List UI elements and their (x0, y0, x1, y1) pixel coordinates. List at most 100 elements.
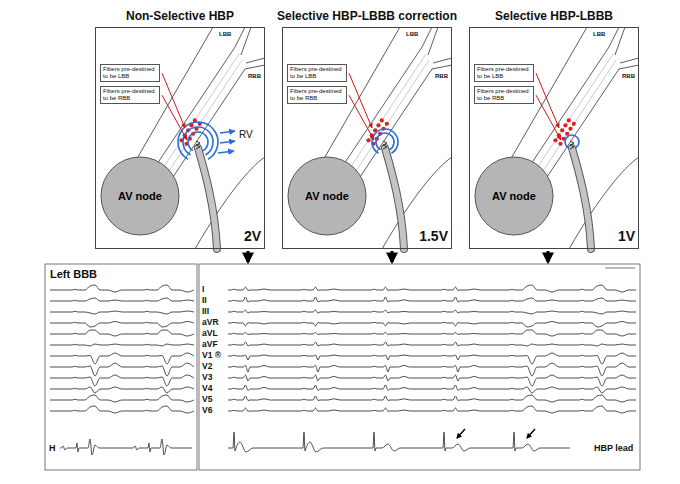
callout-box: Fibers pre-destined to be RBB (287, 86, 347, 104)
branch-label: RBB (435, 73, 448, 80)
pacing-lead (198, 148, 217, 249)
ecg-trace (50, 322, 194, 328)
callout-text: Fibers pre-destined to be LBB (290, 66, 344, 80)
ecg-trace (228, 330, 636, 336)
strip-title: Left BBB (50, 268, 97, 281)
bundle-outline (547, 65, 639, 177)
leader-line (162, 95, 187, 140)
output-voltage: 1.5V (419, 228, 448, 244)
bundle-outline (360, 65, 452, 177)
myocardial-capture-arrow (220, 141, 235, 143)
pacing-lead (572, 148, 591, 249)
lead-name: II (202, 296, 207, 306)
av-node-circle: AV node (474, 156, 554, 236)
pacing-lead (572, 148, 591, 249)
fibre-dot (567, 118, 571, 122)
lead-name: V3 (202, 373, 212, 383)
branch-label: LBB (219, 31, 231, 38)
bundle-outline (433, 58, 452, 63)
ecg-trace (50, 311, 194, 314)
time-scale-bar (605, 268, 635, 269)
output-voltage: 1V (618, 228, 635, 244)
ecg-traces (50, 285, 636, 455)
marker-arrow (527, 429, 535, 438)
branch-label: RBB (248, 73, 261, 80)
structure-label: AV node (305, 190, 349, 203)
ecg-trace (60, 439, 192, 455)
ecg-trace (50, 330, 194, 336)
screw-tip (196, 141, 200, 149)
fibre-dot (380, 118, 384, 122)
myocardial-capture-arrow (220, 131, 235, 133)
pacing-lead (385, 148, 404, 249)
pacing-lead (385, 148, 404, 249)
capture-field (376, 133, 394, 150)
output-voltage: 2V (244, 228, 261, 244)
panel-title: Non-Selective HBP (126, 9, 234, 24)
bundle-outline (428, 27, 438, 55)
av-node-circle: AV node (287, 156, 367, 236)
ecg-trace (50, 395, 194, 402)
leader-line (349, 95, 374, 140)
lead-name: V1 ® (202, 351, 221, 361)
ecg-trace (228, 285, 636, 292)
callout-box: Fibers pre-destined to be LBB (474, 64, 534, 82)
lead-name: V6 (202, 406, 212, 416)
ecg-trace (228, 310, 636, 314)
bundle-outline (620, 58, 639, 63)
panel-title: Selective HBP-LBBB (495, 9, 613, 24)
ecg-trace (228, 297, 636, 302)
ecg-trace (228, 385, 636, 393)
ecg-trace (228, 432, 570, 452)
lead-name: HBP lead (594, 443, 633, 453)
callout-text: Fibers pre-destined to be LBB (103, 66, 157, 80)
capture-field (372, 129, 398, 153)
down-arrow (391, 251, 394, 262)
lead-name: III (202, 307, 209, 317)
fibre-dot (568, 127, 572, 131)
av-node-shape (475, 157, 553, 235)
lead-name: V2 (202, 362, 212, 372)
callout-leaders (162, 73, 561, 140)
marker-arrow (457, 429, 465, 438)
callout-box: Fibers pre-destined to be RBB (474, 86, 534, 104)
structure-label: AV node (492, 190, 536, 203)
fibre-dot (558, 142, 562, 146)
ecg-frame (45, 264, 197, 470)
capture-field (178, 122, 218, 159)
ecg-frames (45, 264, 640, 470)
ecg-frame (199, 264, 640, 470)
bundle-outline (615, 27, 625, 55)
fibre-dot (572, 122, 576, 126)
pointer-arrows (248, 251, 548, 262)
his-label: H (49, 443, 56, 453)
structure-label: AV node (118, 190, 162, 203)
lead-name: aVF (202, 340, 218, 350)
callout-text: Fibers pre-destined to be RBB (103, 88, 157, 102)
callout-box: Fibers pre-destined to be LBB (287, 64, 347, 82)
down-arrow (247, 251, 250, 262)
lead-name: V5 (202, 395, 212, 405)
av-node-shape (101, 157, 179, 235)
fibre-dot (553, 138, 557, 142)
leader-line (536, 95, 561, 140)
branch-label: LBB (593, 31, 605, 38)
capture-field (188, 132, 208, 151)
ecg-trace (228, 375, 636, 386)
fibre-dot (560, 128, 564, 132)
ecg-trace (50, 285, 194, 292)
panel-illustrations (135, 27, 639, 249)
av-node-circle: AV node (100, 156, 180, 236)
capture-field (183, 127, 213, 155)
ecg-trace (228, 322, 636, 328)
schematic-panel: Selective HBP-LBBBAV nodeFibers pre-dest… (469, 27, 639, 249)
ecg-trace (228, 395, 636, 402)
lead-name: I (202, 285, 204, 295)
ecg-trace (50, 387, 194, 393)
callout-text: Fibers pre-destined to be RBB (477, 88, 531, 102)
chamber-label: RV (239, 129, 253, 141)
ecg-trace (50, 344, 194, 346)
fibre-dot (376, 123, 380, 127)
callout-box: Fibers pre-destined to be LBB (100, 64, 160, 82)
